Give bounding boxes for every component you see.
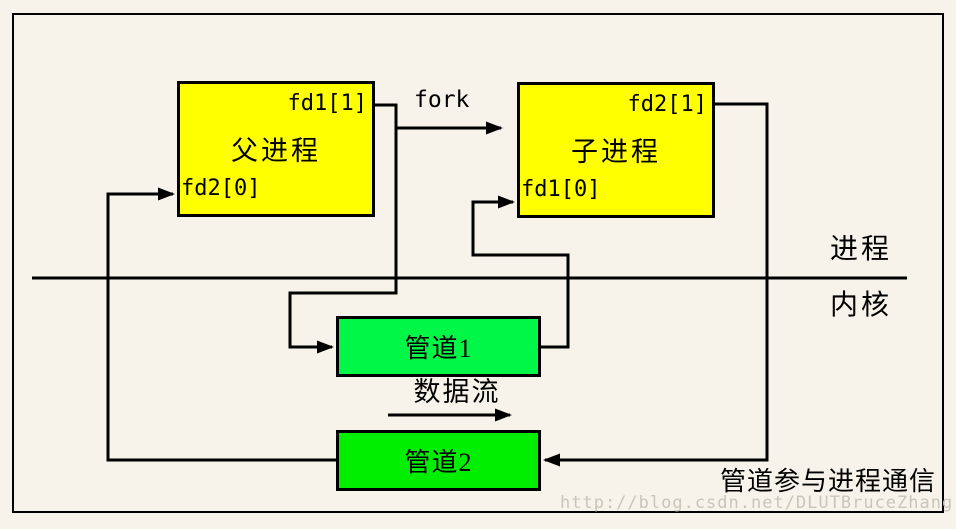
parent-fd-write-label: fd1[1] [287, 91, 367, 116]
diagram-caption: 管道参与进程通信 [719, 467, 936, 496]
wire-parent-write-to-pipe1 [288, 103, 398, 354]
pipe1-box: 管道1 [336, 316, 541, 377]
parent-fd-read-label: fd2[0] [181, 176, 261, 201]
pipe1-label: 管道1 [404, 334, 473, 363]
wire-pipe2-to-parent-read [106, 187, 336, 462]
fork-label: fork [414, 87, 470, 113]
child-fd-write-label: fd2[1] [627, 92, 707, 117]
child-fd-read-label: fd1[0] [521, 177, 601, 202]
boundary-user-label: 进程 [830, 234, 893, 265]
pipe2-label: 管道2 [404, 448, 473, 477]
parent-process-box: fd1[1] 父进程 fd2[0] [177, 81, 375, 217]
child-process-box: fd2[1] 子进程 fd1[0] [517, 82, 715, 218]
parent-process-name: 父进程 [231, 136, 321, 166]
wire-pipe1-to-child-read [471, 195, 570, 349]
child-process-name: 子进程 [571, 137, 661, 167]
data-flow-label: 数据流 [413, 377, 501, 407]
wire-child-write-to-pipe2 [543, 102, 769, 467]
pipe2-box: 管道2 [336, 430, 541, 491]
outer-frame [12, 13, 944, 513]
boundary-kernel-label: 内核 [830, 290, 893, 321]
watermark-text: http://blog.csdn.net/DLUTBruceZhang [560, 493, 954, 513]
